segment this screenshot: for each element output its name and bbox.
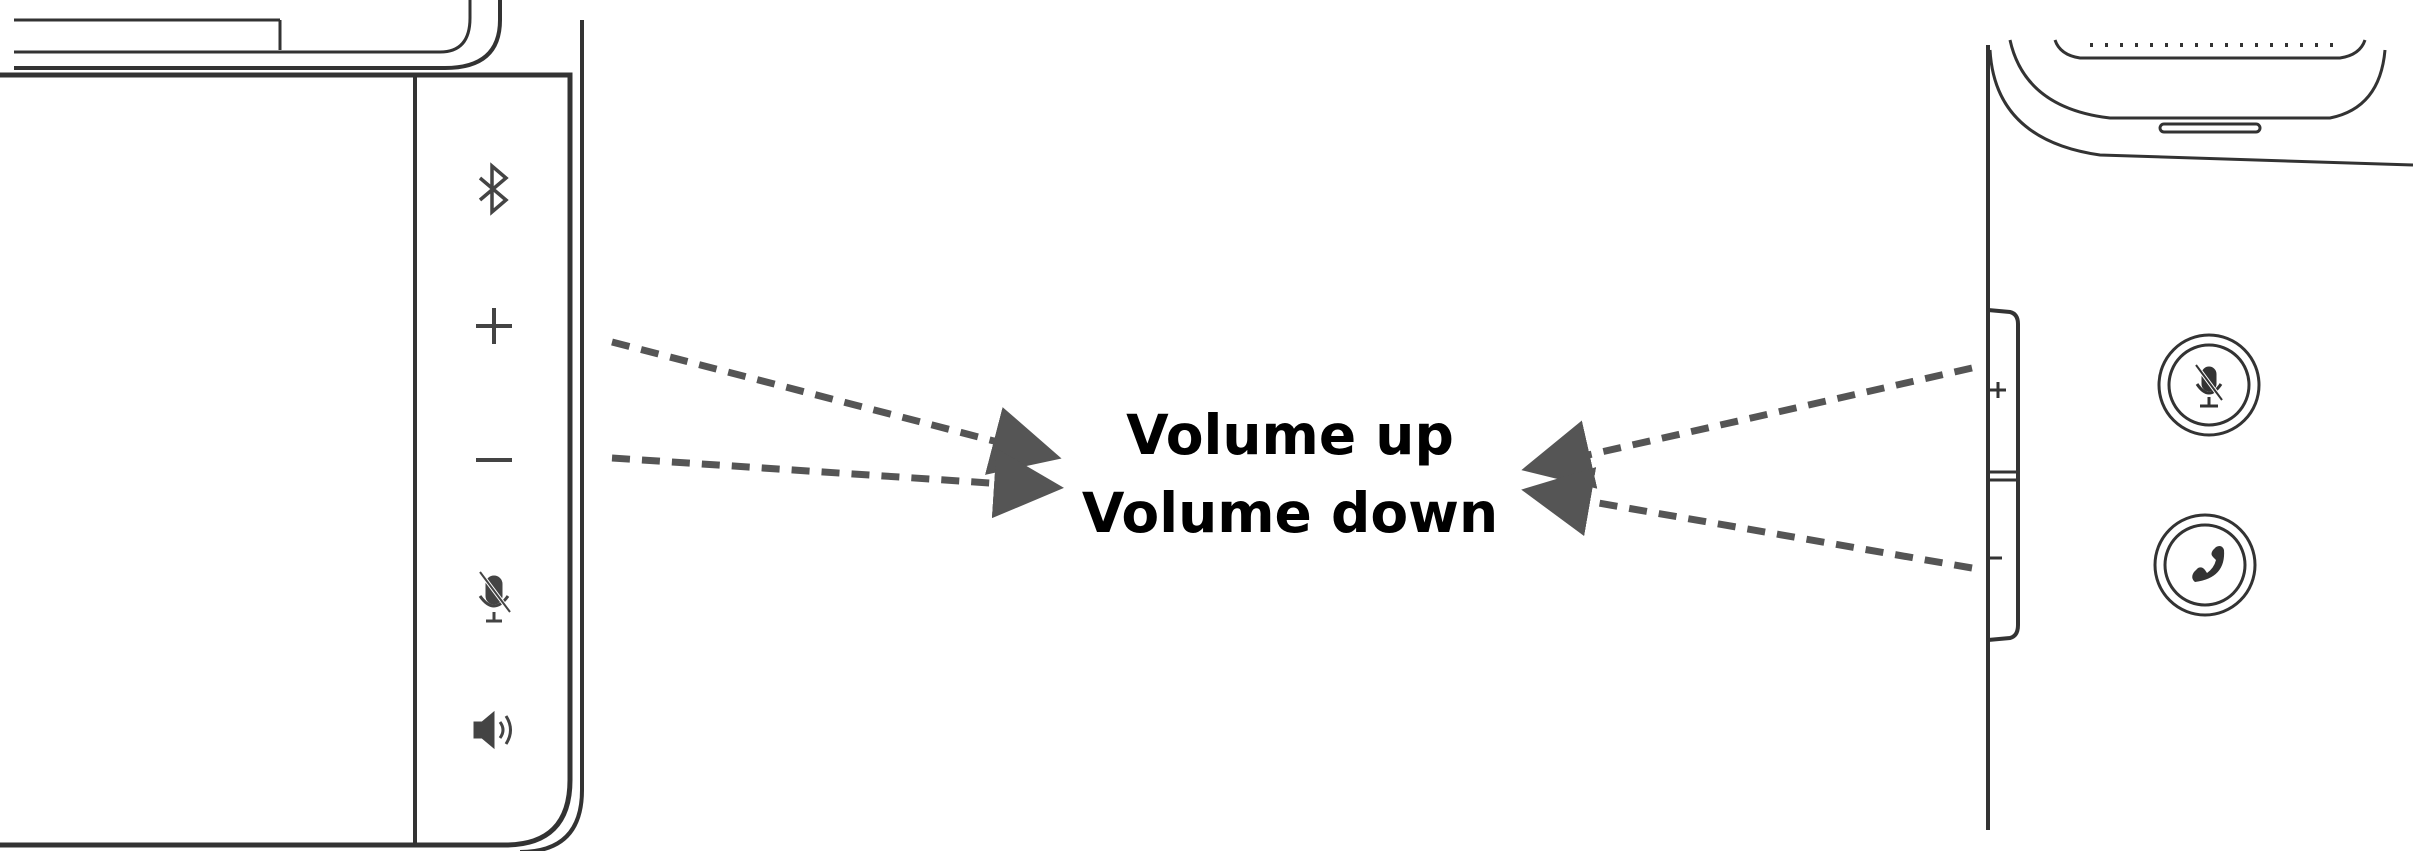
left-device-top-frame-inner (14, 0, 472, 54)
volume-up-side-button[interactable] (1990, 382, 2006, 398)
right-device-top-outline (1988, 49, 2413, 167)
mic-mute-icon (2194, 363, 2224, 408)
volume-down-label: Volume down (1081, 481, 1499, 545)
bluetooth-icon[interactable] (478, 162, 509, 216)
right-device-slot (2158, 122, 2262, 134)
right-device-top-inner (2008, 39, 2387, 120)
right-device (1986, 39, 2413, 830)
plus-icon[interactable] (476, 308, 512, 344)
right-call-button[interactable] (2153, 513, 2257, 617)
mic-mute-icon[interactable] (478, 570, 512, 623)
left-device-body (0, 72, 573, 848)
right-mic-mute-button[interactable] (2157, 333, 2261, 437)
left-device-body-inner (519, 20, 584, 851)
arrow-right-minus-to-label (1521, 467, 1973, 572)
arrow-left-minus-to-label (611, 448, 1064, 519)
phone-icon (2192, 546, 2225, 582)
arrow-left-plus-to-label (611, 338, 1062, 475)
right-device-side-housing (1987, 308, 2020, 642)
right-device-grille (2053, 39, 2367, 60)
arrows (611, 338, 1973, 572)
left-device (0, 0, 584, 851)
volume-up-label: Volume up (1126, 403, 1454, 467)
left-device-top-frame (14, 0, 502, 70)
arrow-right-plus-to-label (1521, 364, 1973, 489)
speaker-icon[interactable] (473, 710, 512, 750)
